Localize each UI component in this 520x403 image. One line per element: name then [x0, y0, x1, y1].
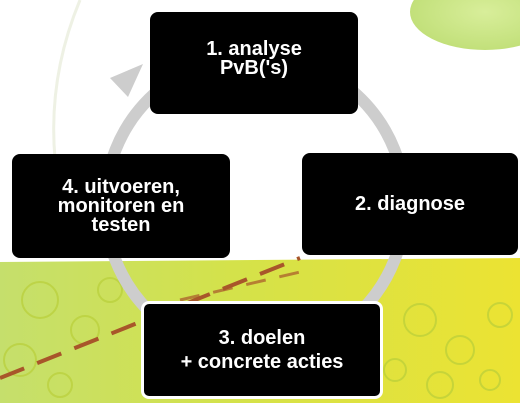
step-1-label: 1. analyse PvB('s) [206, 38, 302, 79]
step-1-box: 1. analyse PvB('s) [150, 12, 358, 114]
floor-circles [3, 277, 513, 399]
step-4-box: 4. uitvoeren, monitoren en testen [12, 154, 230, 258]
cycle-arrowhead [110, 64, 143, 97]
step-3-box: 3. doelen + concrete acties [141, 301, 383, 399]
step-2-box: 2. diagnose [302, 153, 518, 255]
step-4-label: 4. uitvoeren, monitoren en testen [57, 175, 185, 236]
step-3-label: 3. doelen + concrete acties [180, 327, 344, 373]
step-2-label: 2. diagnose [354, 192, 466, 215]
green-blob [410, 0, 520, 50]
dashed-line-2 [179, 270, 301, 302]
